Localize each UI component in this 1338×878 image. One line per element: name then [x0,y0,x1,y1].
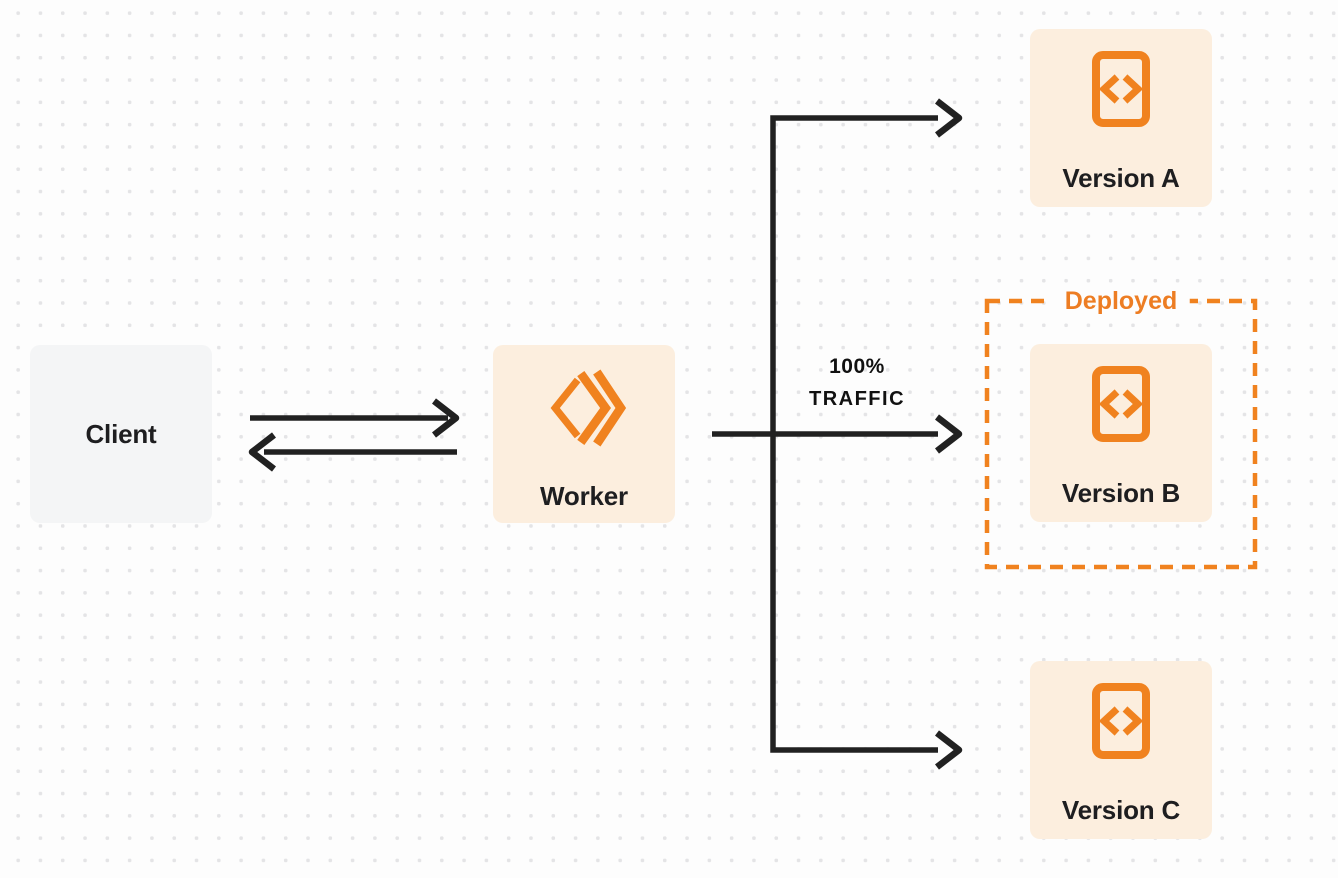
version-b-label: Version B [1061,478,1181,508]
code-file-icon [1092,366,1150,447]
traffic-label: 100% TRAFFIC [809,351,905,415]
traffic-percent-text: 100% [829,355,885,378]
client-to-worker-arrow-head [432,398,460,438]
worker-to-client-arrow-head [248,432,276,472]
code-file-icon [1092,51,1150,132]
worker-to-version-c-arrow-head [935,730,963,770]
node-version-b: Version B [1030,344,1212,522]
node-version-a: Version A [1030,29,1212,207]
node-worker: Worker [493,345,675,523]
node-version-c: Version C [1030,661,1212,839]
worker-label: Worker [540,481,628,511]
version-c-label: Version C [1061,795,1181,825]
branch-trunk-line [770,115,938,753]
cloudflare-workers-icon [540,368,628,453]
code-file-icon [1092,683,1150,764]
deployed-label: Deployed [1052,287,1190,316]
version-a-label: Version A [1062,163,1180,193]
traffic-word-text: TRAFFIC [808,388,906,410]
node-client: Client [30,345,212,523]
worker-to-version-b-arrow-head [935,414,963,454]
client-label: Client [85,418,157,449]
worker-to-version-a-arrow-head [935,98,963,138]
